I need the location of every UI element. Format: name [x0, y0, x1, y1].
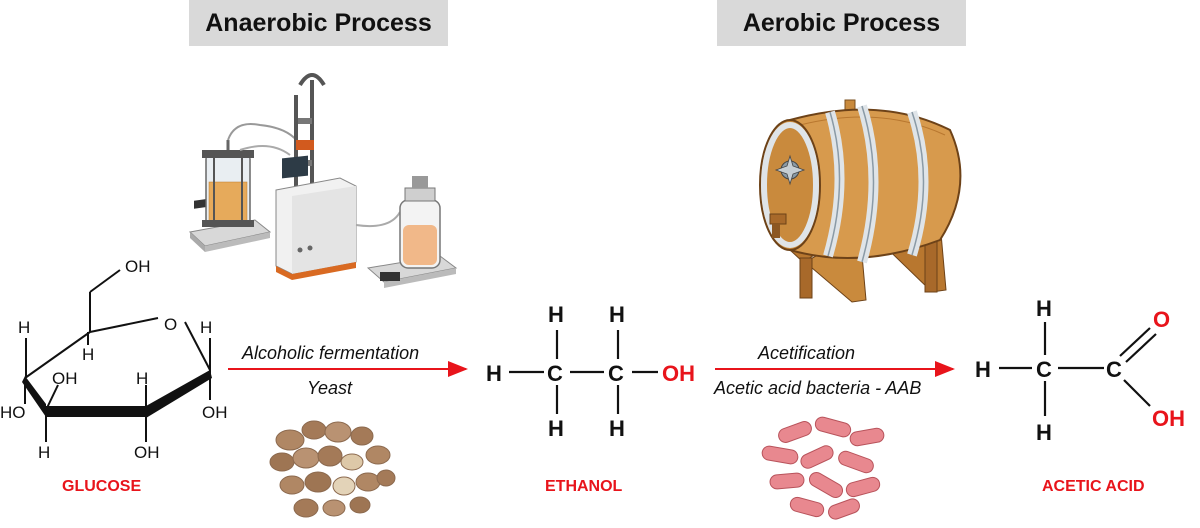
ethanol-label: ETHANOL	[545, 478, 623, 495]
svg-text:H: H	[975, 357, 991, 382]
svg-text:H: H	[1036, 296, 1052, 321]
bacteria-icon	[761, 416, 885, 520]
acetic-acid-atoms: H C C H H O OH	[975, 296, 1185, 445]
glucose-oh-c4: OH	[52, 369, 78, 388]
svg-text:C: C	[608, 361, 624, 386]
glucose-ho-c3: HO	[0, 403, 26, 422]
fermentation-agent-label: Yeast	[307, 378, 353, 398]
glucose-oh-c2: OH	[134, 443, 160, 462]
aerobic-process-header: Aerobic Process	[717, 0, 966, 46]
glucose-h-c1: H	[200, 318, 212, 337]
ethanol-structure	[509, 330, 658, 414]
glucose-h-c5: H	[82, 345, 94, 364]
svg-text:C: C	[1036, 357, 1052, 382]
svg-text:H: H	[609, 302, 625, 327]
glucose-ring-oxygen: O	[164, 315, 177, 334]
glucose-structure	[22, 269, 212, 442]
glucose-h-c3: H	[38, 443, 50, 462]
glucose-oh-c1: OH	[202, 403, 228, 422]
ethanol-atoms: H C C OH H H H H	[486, 302, 695, 441]
svg-text:OH: OH	[1152, 406, 1185, 431]
svg-text:OH: OH	[662, 361, 695, 386]
svg-text:O: O	[1153, 307, 1170, 332]
bioreactor-icon	[188, 73, 458, 288]
fermentation-process-label: Alcoholic fermentation	[242, 343, 420, 363]
glucose-h-c2: H	[136, 369, 148, 388]
wine-barrel-icon	[759, 99, 962, 303]
svg-text:H: H	[1036, 420, 1052, 445]
glucose-atoms: OH O H H H OH H HO OH H OH	[0, 257, 228, 462]
anaerobic-process-header: Anaerobic Process	[189, 0, 448, 46]
svg-text:H: H	[548, 416, 564, 441]
glucose-label: GLUCOSE	[62, 478, 142, 495]
svg-text:C: C	[1106, 357, 1122, 382]
glucose-oh-top: OH	[125, 257, 151, 276]
glucose-h-c4: H	[18, 318, 30, 337]
acetic-acid-label: ACETIC ACID	[1042, 478, 1145, 495]
svg-text:C: C	[547, 361, 563, 386]
acetic-acid-structure	[999, 322, 1157, 416]
acetification-process-label: Acetification	[758, 343, 856, 363]
acetification-agent-label: Acetic acid bacteria - AAB	[714, 378, 922, 398]
svg-text:H: H	[548, 302, 564, 327]
svg-text:H: H	[609, 416, 625, 441]
svg-text:H: H	[486, 361, 502, 386]
yeast-cells-icon	[269, 420, 396, 518]
